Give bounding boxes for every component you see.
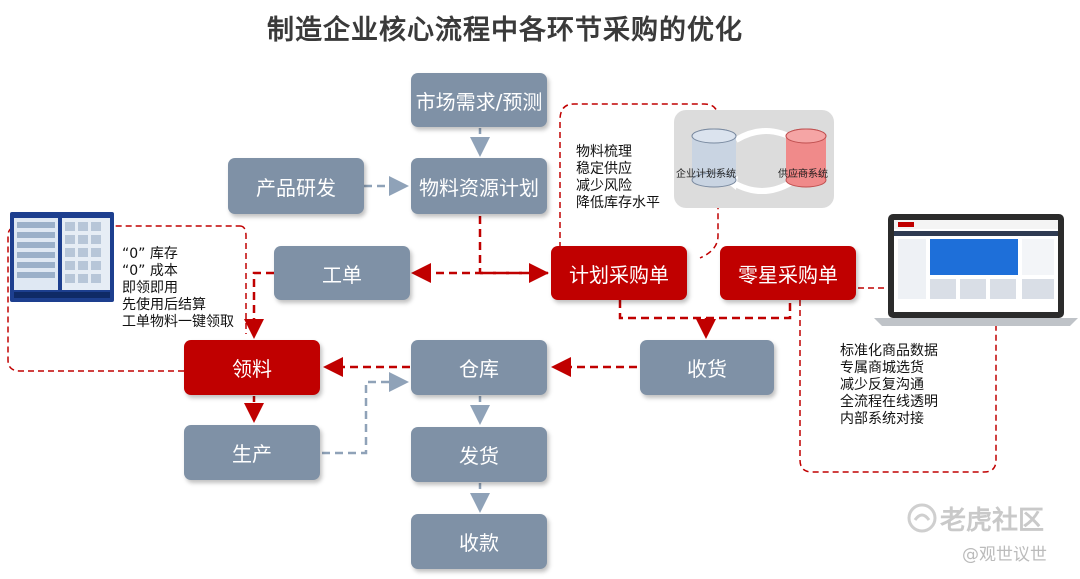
note-mall-line: 内部系统对接: [840, 411, 924, 427]
sync-cycle-icon: [691, 128, 827, 194]
note-mall: 标准化商品数据 专属商城选货 减少反复沟通 全流程在线透明 内部系统对接: [840, 343, 938, 428]
node-production: 生产: [184, 425, 320, 480]
diagram-title: 制造企业核心流程中各环节采购的优化: [267, 15, 743, 46]
note-mall-line: 全流程在线透明: [840, 394, 938, 410]
vending-machine-icon: [10, 212, 114, 302]
note-vending-line: 即领即用: [122, 280, 178, 296]
node-mrp: 物料资源计划: [411, 158, 547, 214]
node-rnd: 产品研发: [228, 158, 364, 214]
note-vending-line: 先使用后结算: [122, 297, 206, 313]
node-receiving: 收货: [640, 340, 774, 395]
arrow-workorder-to-picking: [244, 271, 274, 339]
note-vending: “0” 库存 “0” 成本 即领即用 先使用后结算 工单物料一键领取: [122, 246, 234, 331]
note-mall-line: 减少反复沟通: [840, 377, 924, 393]
note-vending-line: 工单物料一键领取: [122, 314, 234, 330]
note-vending-line: “0” 成本: [122, 263, 178, 279]
node-shipping: 发货: [411, 427, 547, 482]
node-picking: 领料: [184, 340, 320, 395]
callout-plan: [559, 103, 719, 259]
note-mall-line: 标准化商品数据: [840, 343, 938, 359]
note-plan-line: 物料梳理: [576, 144, 632, 160]
node-market: 市场需求/预测: [411, 73, 547, 127]
arrow-purchases-to-receiving: [618, 300, 792, 320]
note-mall-line: 专属商城选货: [840, 360, 924, 376]
system-supplier-label: 供应商系统: [778, 169, 828, 180]
node-spot-purchase: 零星采购单: [720, 246, 856, 300]
note-plan-line: 减少风险: [576, 178, 632, 194]
callout-vending: [7, 225, 247, 372]
watermark-author: @观世议世: [962, 545, 1047, 565]
node-planned-purchase: 计划采购单: [551, 246, 687, 300]
node-warehouse: 仓库: [411, 340, 547, 395]
system-enterprise-label: 企业计划系统: [676, 169, 736, 180]
watermark-brand: 老虎社区: [940, 506, 1045, 536]
tiger-logo-icon: [907, 503, 937, 533]
note-vending-line: “0” 库存: [122, 246, 178, 262]
note-plan-line: 降低库存水平: [576, 195, 660, 211]
arrow-production-to-warehouse: [322, 372, 409, 455]
note-plan-line: 稳定供应: [576, 161, 632, 177]
callout-mall: [799, 287, 997, 473]
note-plan: 物料梳理 稳定供应 减少风险 降低库存水平: [576, 144, 660, 212]
laptop-mall-icon: [874, 214, 1078, 326]
node-collection: 收款: [411, 514, 547, 569]
node-workorder: 工单: [274, 246, 410, 300]
